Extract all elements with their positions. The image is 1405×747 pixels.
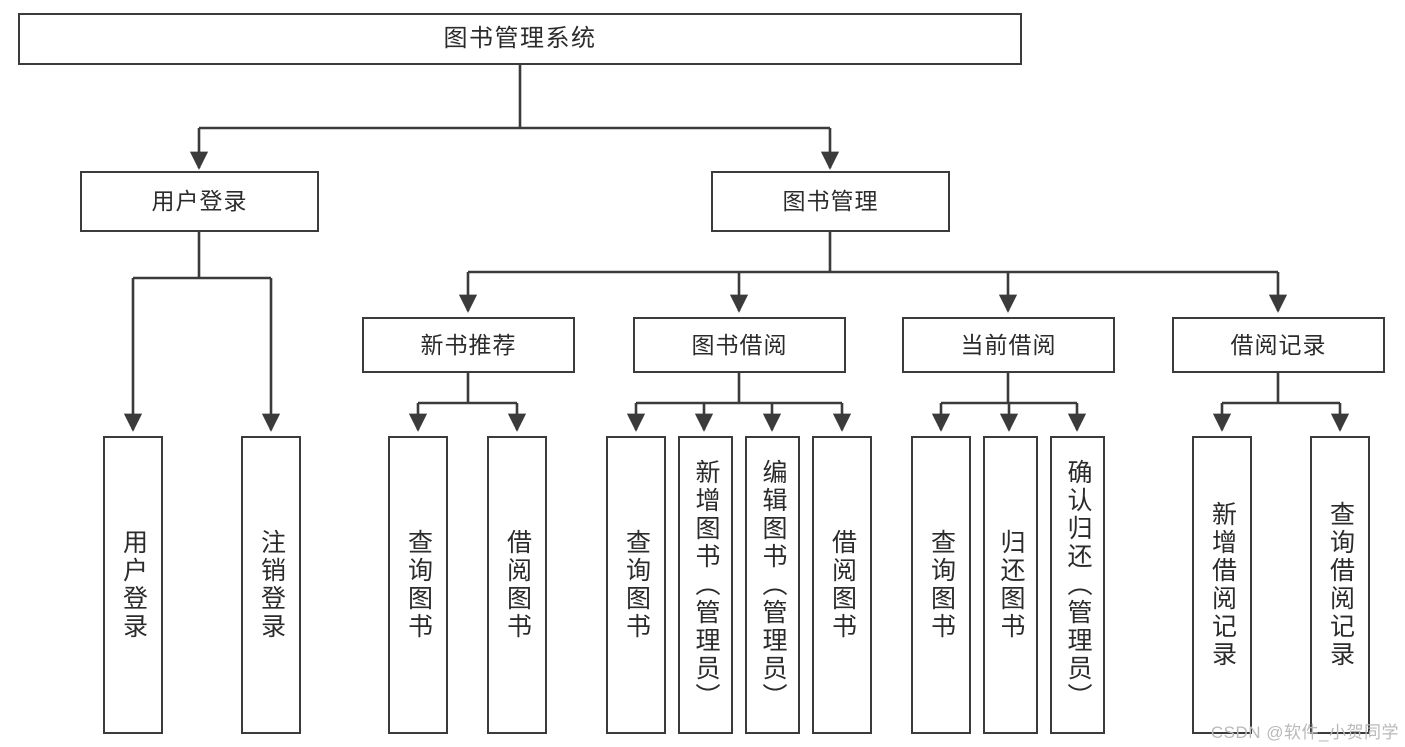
- node-label: 图书借阅: [691, 331, 788, 358]
- node-label: 查询图书: [927, 529, 956, 641]
- node-label: 查询借阅记录: [1326, 501, 1355, 669]
- node-book-management[interactable]: 图书管理: [711, 171, 950, 232]
- leaf-book-borrow-borrow-book[interactable]: 借阅图书: [812, 436, 872, 734]
- leaf-book-borrow-edit-book-admin[interactable]: 编辑图书（管理员）: [745, 436, 800, 734]
- node-borrow-record[interactable]: 借阅记录: [1172, 317, 1385, 373]
- node-label: 归还图书: [997, 529, 1025, 641]
- leaf-user-login-login[interactable]: 用户登录: [103, 436, 163, 734]
- node-label: 新增借阅记录: [1208, 501, 1237, 669]
- node-label: 图书管理系统: [443, 25, 597, 53]
- leaf-book-borrow-add-book-admin[interactable]: 新增图书（管理员）: [678, 436, 733, 734]
- node-label: 借阅记录: [1230, 331, 1327, 358]
- leaf-new-book-query-book[interactable]: 查询图书: [388, 436, 448, 734]
- node-label: 查询图书: [622, 529, 651, 641]
- leaf-borrow-record-query-record[interactable]: 查询借阅记录: [1310, 436, 1370, 734]
- node-label: 用户登录: [151, 188, 248, 215]
- node-label: 当前借阅: [960, 331, 1057, 358]
- leaf-user-login-logout[interactable]: 注销登录: [241, 436, 301, 734]
- csdn-watermark: CSDN @软件_小贺同学: [1210, 723, 1399, 742]
- node-label: 新书推荐: [420, 331, 517, 358]
- leaf-book-borrow-query-book[interactable]: 查询图书: [606, 436, 666, 734]
- leaf-borrow-record-add-record[interactable]: 新增借阅记录: [1192, 436, 1252, 734]
- node-label: 注销登录: [257, 529, 286, 641]
- leaf-new-book-borrow-book[interactable]: 借阅图书: [487, 436, 547, 734]
- node-root-book-management-system[interactable]: 图书管理系统: [18, 13, 1022, 65]
- node-book-borrow[interactable]: 图书借阅: [633, 317, 846, 373]
- node-label: 编辑图书（管理员）: [759, 459, 787, 711]
- node-label: 新增图书（管理员）: [692, 459, 720, 711]
- node-label: 借阅图书: [503, 529, 532, 641]
- node-label: 确认归还（管理员）: [1064, 459, 1092, 711]
- leaf-current-borrow-return-book[interactable]: 归还图书: [983, 436, 1038, 734]
- node-label: 图书管理: [782, 188, 879, 215]
- node-label: 用户登录: [119, 529, 148, 641]
- node-user-login[interactable]: 用户登录: [80, 171, 319, 232]
- node-label: 借阅图书: [828, 529, 857, 641]
- node-new-book-recommend[interactable]: 新书推荐: [362, 317, 575, 373]
- node-label: 查询图书: [404, 529, 433, 641]
- leaf-current-borrow-query-book[interactable]: 查询图书: [911, 436, 971, 734]
- node-current-borrow[interactable]: 当前借阅: [902, 317, 1115, 373]
- leaf-current-borrow-confirm-return-admin[interactable]: 确认归还（管理员）: [1050, 436, 1105, 734]
